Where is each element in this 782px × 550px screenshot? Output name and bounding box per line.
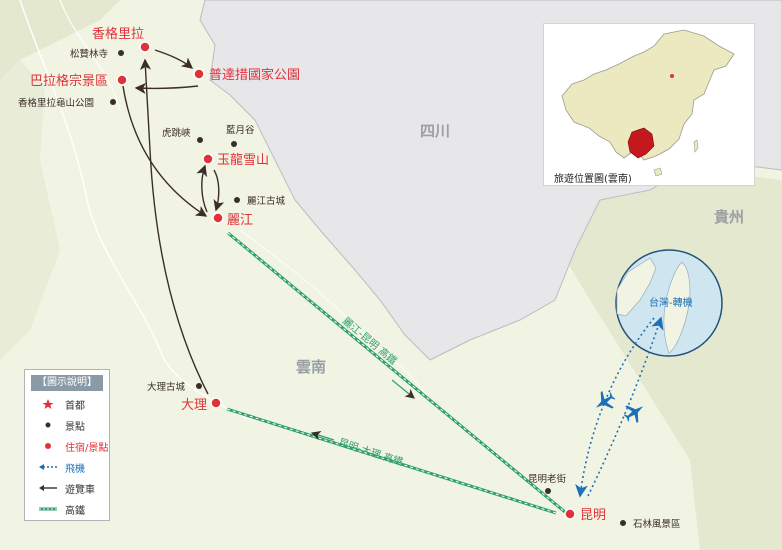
capital-star — [670, 74, 674, 78]
shangrila-label: 香格里拉 — [92, 26, 144, 42]
taiwan-inset: 台灣-轉機 — [615, 249, 723, 357]
songzanlin-point — [118, 50, 124, 56]
pudacuo-point — [193, 68, 205, 80]
hsr-dali-kunming — [226, 407, 557, 515]
legend-bus-label: 遊覽車 — [65, 485, 95, 496]
location-inset: 旅遊位置圖(雲南) — [543, 23, 755, 186]
lijiang-oldtown-point — [234, 197, 240, 203]
yulong-label: 玉龍雪山 — [217, 152, 269, 168]
guishan-point — [110, 99, 116, 105]
lanyuegu-label: 藍月谷 — [226, 124, 255, 136]
legend-hsr-label: 高鐵 — [65, 506, 85, 517]
songzanlin-label: 松贊林寺 — [70, 48, 109, 60]
stone-forest-point — [620, 520, 626, 526]
star-icon — [42, 399, 54, 409]
dali-oldtown-point — [196, 383, 202, 389]
yunnan-highlight — [627, 127, 655, 159]
river — [239, 229, 431, 401]
map-legend: 【圖示說明】 首都 景點 住宿/景點 飛機 遊覽車 高鐵 — [24, 369, 110, 521]
stone-forest-label: 石林風景區 — [633, 518, 681, 530]
legend-scenic-label: 景點 — [65, 422, 85, 433]
tour-bus-routes — [122, 49, 225, 395]
legend-capital-label: 首都 — [65, 401, 85, 412]
hsr-direction-arrow — [310, 430, 335, 441]
tiger-leaping-label: 虎跳峽 — [162, 127, 191, 139]
legend-lodging: 住宿/景點 — [25, 437, 109, 458]
flight-routes — [575, 316, 664, 498]
red-dot-icon — [45, 443, 51, 449]
northwest-region — [0, 0, 120, 80]
hainan-island — [653, 167, 663, 177]
balagezong-point — [116, 74, 128, 86]
river — [19, 0, 251, 421]
lijiang-label: 麗江 — [227, 213, 253, 228]
dali-oldtown-label: 大理古城 — [147, 381, 186, 393]
kunming-point — [564, 508, 576, 520]
lodging-points — [116, 41, 576, 520]
legend-scenic: 景點 — [25, 416, 109, 437]
scenic-points — [110, 50, 626, 526]
flight-arrow-icon — [39, 464, 57, 470]
guishan-label: 香格里拉龜山公園 — [18, 97, 94, 109]
legend-hsr: 高鐵 — [25, 500, 109, 521]
kunming-label: 昆明 — [580, 508, 606, 523]
mainland-coast — [616, 257, 657, 317]
airplane-icon — [595, 390, 616, 409]
lijiang-point — [212, 212, 224, 224]
legend-title: 【圖示說明】 — [31, 375, 103, 391]
taiwan-island-small — [693, 139, 699, 153]
legend-lodging-label: 住宿/景點 — [65, 443, 109, 454]
west-region — [0, 60, 60, 360]
tiger-leaping-point — [197, 137, 203, 143]
kunming-oldstreet-point — [545, 488, 551, 494]
region-label-guizhou: 貴州 — [714, 208, 744, 226]
legend-flight: 飛機 — [25, 458, 109, 479]
taiwan-label: 台灣-轉機 — [649, 296, 693, 309]
airplane-icon — [623, 405, 644, 424]
balagezong-label: 巴拉格宗景區 — [30, 73, 108, 89]
yulong-point — [202, 153, 214, 165]
dali-label: 大理 — [181, 398, 207, 413]
kunming-oldstreet-label: 昆明老街 — [528, 473, 567, 485]
dot-icon — [45, 422, 51, 428]
river — [59, 0, 121, 111]
legend-capital: 首都 — [25, 395, 109, 416]
hsr-direction-arrow — [391, 379, 415, 399]
shangrila-point — [139, 41, 151, 53]
legend-flight-label: 飛機 — [65, 464, 85, 475]
hsr-lijiang-kunming — [227, 231, 566, 514]
lijiang-oldtown-label: 麗江古城 — [247, 195, 286, 207]
inset-caption: 旅遊位置圖(雲南) — [554, 174, 632, 185]
region-label-sichuan: 四川 — [420, 122, 450, 140]
dali-point — [210, 397, 222, 409]
region-label-yunnan: 雲南 — [296, 358, 326, 376]
china-outline — [561, 29, 735, 177]
pudacuo-label: 普達措國家公園 — [209, 67, 300, 83]
legend-bus: 遊覽車 — [25, 479, 109, 500]
east-region — [560, 170, 782, 550]
rail-line-icon — [39, 507, 57, 511]
taiwan-island — [663, 261, 691, 354]
bus-arrow-icon — [39, 485, 57, 491]
lanyuegu-point — [231, 141, 237, 147]
